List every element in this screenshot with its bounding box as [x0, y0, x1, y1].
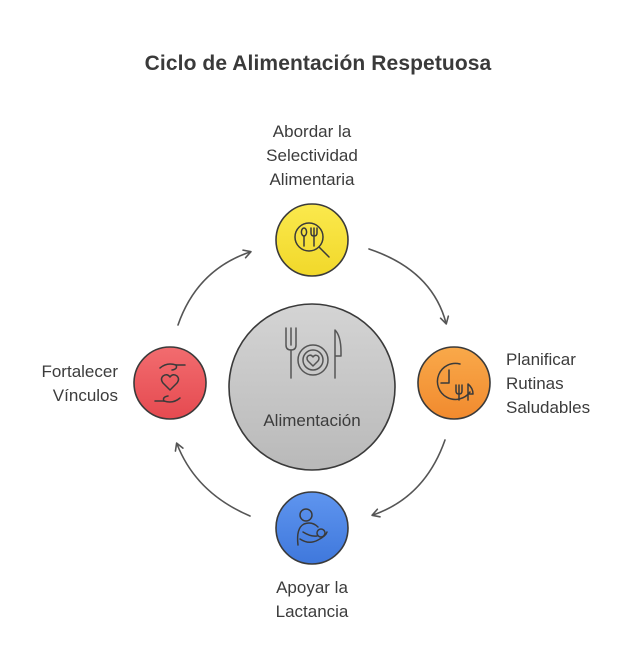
- center-node: Alimentación: [228, 303, 396, 471]
- node-bottom-label-line-1: Apoyar la: [276, 578, 348, 597]
- node-right-label-line-3: Saludables: [506, 398, 591, 417]
- node-left: [133, 346, 207, 420]
- arrow-top-to-right: [368, 248, 450, 325]
- arrow-right-to-bottom: [371, 439, 446, 518]
- node-top-label-line-1: Abordar la: [272, 122, 352, 141]
- node-top-label-line-2: Selectividad: [266, 146, 358, 165]
- node-top-label: Abordar la Selectividad Alimentaria: [222, 120, 402, 192]
- node-bottom-label: Apoyar la Lactancia: [222, 576, 402, 624]
- clock-cutlery-icon: [436, 362, 474, 401]
- node-left-label: Fortalecer Vínculos: [8, 360, 118, 408]
- node-top-circle: [275, 203, 349, 277]
- arrow-bottom-to-left: [174, 442, 251, 517]
- node-bottom-label-line-2: Lactancia: [275, 602, 349, 621]
- node-left-label-line-2: Vínculos: [52, 386, 118, 405]
- center-circle: [228, 303, 396, 471]
- node-right-label-line-1: Planificar: [506, 350, 576, 369]
- center-label: Alimentación: [263, 411, 360, 430]
- node-bottom-circle: [275, 491, 349, 565]
- node-right-label-line-2: Rutinas: [506, 374, 564, 393]
- node-top: [275, 203, 349, 277]
- cutlery-magnifier-icon: [294, 222, 330, 258]
- cycle-arrows: [174, 248, 450, 518]
- breastfeeding-icon: [296, 508, 328, 546]
- arrow-left-to-top: [177, 249, 252, 326]
- node-right-circle: [417, 346, 491, 420]
- hands-heart-icon: [154, 363, 186, 403]
- node-top-label-line-3: Alimentaria: [269, 170, 355, 189]
- node-right-label: Planificar Rutinas Saludables: [506, 348, 626, 420]
- plate-cutlery-heart-icon: [285, 327, 342, 379]
- node-right: [417, 346, 491, 420]
- node-left-circle: [133, 346, 207, 420]
- node-bottom: [275, 491, 349, 565]
- diagram-title: Ciclo de Alimentación Respetuosa: [144, 52, 492, 75]
- node-left-label-line-1: Fortalecer: [41, 362, 118, 381]
